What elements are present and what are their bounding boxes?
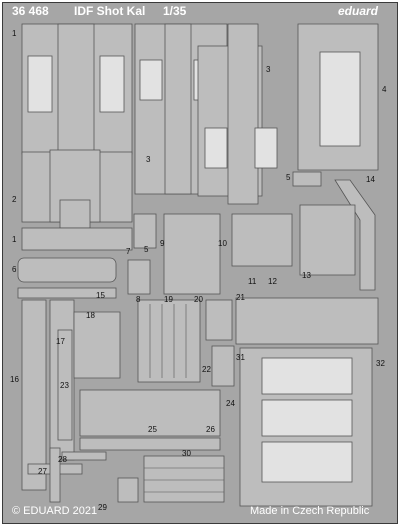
product-title: IDF Shot Kal [74,4,146,18]
part-label-27: 27 [38,467,47,476]
part-label-4: 4 [382,85,387,94]
brand-logo: eduard [338,4,379,18]
part-5b [133,213,157,249]
part-9-10 [163,213,221,295]
part-5 [292,171,322,187]
part-15 [17,287,117,299]
part-label-30: 30 [182,449,191,458]
part-label-3b: 3 [146,155,151,164]
part-30 [143,455,225,503]
part-label-29: 29 [98,503,107,512]
part-24 [79,389,221,437]
part-label-1: 1 [12,29,17,38]
part-label-6: 6 [12,265,17,274]
part-label-17: 17 [56,337,65,346]
part-17-18 [73,311,121,379]
part-19 [137,299,201,383]
part-label-11: 11 [248,277,257,286]
part-label-5: 5 [286,173,291,182]
part-25-26 [79,437,221,451]
part-label-28: 28 [58,455,67,464]
part-label-19: 19 [164,295,173,304]
part-label-14: 14 [366,175,375,184]
part-23 [57,329,73,441]
part-11-12 [231,213,293,267]
part-label-7: 7 [126,247,131,256]
copyright-text: © EDUARD 2021 [12,505,98,517]
part-label-13: 13 [302,271,311,280]
part-label-22: 22 [202,365,211,374]
part-28 [61,451,107,461]
part-label-32: 32 [376,359,385,368]
part-label-12: 12 [268,277,277,286]
part-label-24: 24 [226,399,235,408]
set-number: 36 468 [12,4,49,18]
part-label-23: 23 [60,381,69,390]
part-label-10: 10 [218,239,227,248]
part-label-15: 15 [96,291,105,300]
part-label-18: 18 [86,311,95,320]
part-16 [21,299,47,491]
part-label-8: 8 [136,295,141,304]
part-label-1b: 1 [12,235,17,244]
part-label-3: 3 [266,65,271,74]
part-20 [205,299,233,341]
part-22 [211,345,235,387]
part-14 [334,179,376,291]
part-label-9: 9 [160,239,165,248]
part-label-21: 21 [236,293,245,302]
origin-text: Made in Czech Republic [250,505,370,517]
part-label-20: 20 [194,295,203,304]
part-label-16: 16 [10,375,19,384]
part-label-5b: 5 [144,245,149,254]
part-21 [235,297,379,345]
part-7-8 [127,259,151,295]
scale-label: 1/35 [163,4,187,18]
part-label-25: 25 [148,425,157,434]
part-label-2: 2 [12,195,17,204]
part-label-31: 31 [236,353,245,362]
part-6 [17,257,117,283]
part-label-26: 26 [206,425,215,434]
part-29 [117,477,139,503]
